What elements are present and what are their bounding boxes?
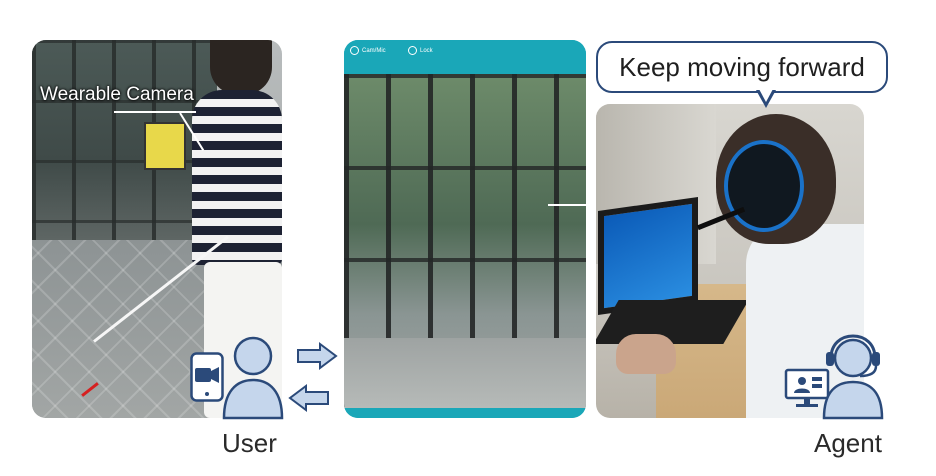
- user-photo: [32, 40, 282, 418]
- agent-label: Agent: [814, 428, 882, 458]
- speech-bubble-tail-inner: [759, 89, 773, 102]
- user-label: User: [222, 428, 277, 458]
- agent-photo: [596, 104, 864, 418]
- user-person-icon: [222, 336, 284, 420]
- agent-hand: [616, 334, 676, 374]
- wearable-camera-label: Wearable Camera: [40, 84, 194, 105]
- headset-person-icon: [822, 334, 884, 420]
- camera-icon: [350, 46, 359, 55]
- lock-label: Lock: [420, 47, 433, 54]
- smartphone-video-icon: [190, 352, 224, 402]
- cam-mic-toggle[interactable]: Cam/Mic: [350, 46, 386, 55]
- app-toolbar: Cam/Mic Lock: [344, 40, 586, 74]
- agent-headset: [724, 140, 804, 232]
- wearable-camera-pointer: [114, 111, 196, 113]
- arrow-right-icon: [297, 342, 338, 370]
- user-striped-shirt: [192, 90, 282, 265]
- arrow-left-icon: [288, 384, 329, 412]
- laptop-screen: [598, 196, 698, 316]
- speech-bubble: Keep moving forward: [596, 41, 888, 93]
- screen-link-pointer: [548, 204, 632, 206]
- laptop-keyboard: [596, 300, 749, 344]
- lock-toggle[interactable]: Lock: [408, 46, 433, 55]
- speech-bubble-text: Keep moving forward: [619, 51, 865, 82]
- lock-icon: [408, 46, 417, 55]
- cam-mic-label: Cam/Mic: [362, 47, 386, 54]
- camera-view-floor: [344, 338, 586, 408]
- user-head: [210, 40, 272, 95]
- video-monitor-icon: [784, 368, 830, 407]
- sign-board: [144, 122, 186, 170]
- app-bottom-bar: [344, 408, 586, 418]
- phone-app-screen: Cam/Mic Lock: [344, 40, 586, 418]
- storefront-background: [32, 40, 217, 240]
